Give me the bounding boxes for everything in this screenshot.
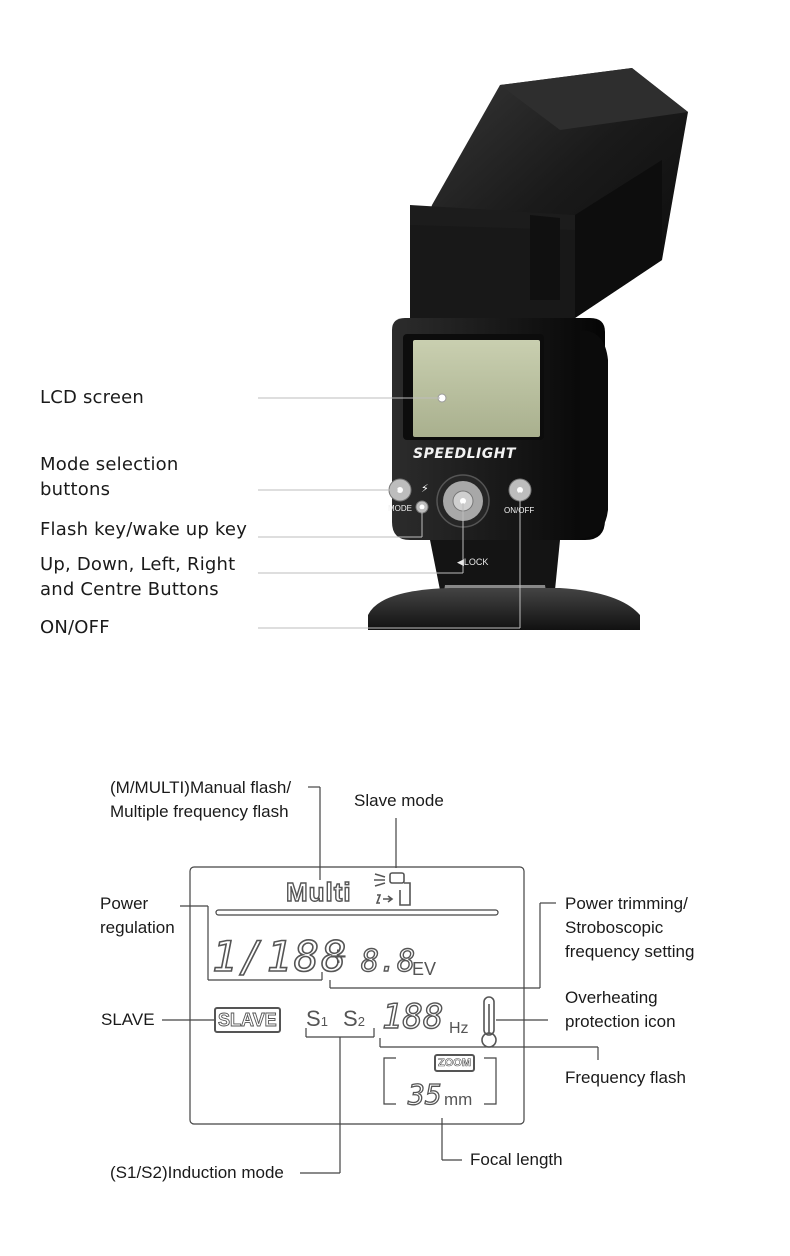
label-focal-length: Focal length (470, 1150, 563, 1169)
mode-button-text: MODE (388, 504, 412, 513)
lcd-s1-sub: 1 (320, 1014, 328, 1029)
label-manual-flash-line2: Multiple frequency flash (110, 802, 289, 821)
label-power-trimming-line1: Power trimming/ (565, 894, 688, 913)
lcd-hz-label: Hz (449, 1020, 469, 1037)
lcd-multi-text: Multi (285, 876, 352, 907)
label-slave-mode: Slave mode (354, 791, 444, 810)
svg-text:⚡: ⚡ (421, 482, 429, 495)
lock-arrow-icon: ◀ (457, 557, 464, 567)
onoff-button-text: ON/OFF (504, 506, 535, 515)
label-mode-selection-line1: Mode selection (40, 454, 179, 475)
label-nav-buttons-line2: and Centre Buttons (40, 579, 219, 600)
lcd-s1: S1 (306, 1006, 328, 1032)
label-manual-flash-line1: (M/MULTI)Manual flash/ (110, 778, 292, 797)
label-nav-buttons-line1: Up, Down, Left, Right (40, 554, 236, 575)
label-power-trimming: Power trimming/ Stroboscopic frequency s… (565, 892, 694, 964)
lcd-zoom-badge: ZOOM (434, 1054, 475, 1072)
lcd-power-value: 1/188 (211, 931, 349, 982)
label-mode-selection-line2: buttons (40, 479, 111, 500)
lcd-diagram-figure: Multi 1/188 ÷ 8.8 EV SLAVE S1 S2 188 Hz … (0, 740, 790, 1220)
speedlight-brand-text: SPEEDLIGHT (413, 446, 516, 462)
label-overheating-line2: protection icon (565, 1012, 676, 1031)
lcd-trim-sign: ÷ (330, 940, 347, 973)
slave-mode-icon (374, 872, 411, 906)
lcd-ev-label: EV (412, 959, 437, 979)
lcd-outline (189, 866, 525, 1125)
lcd-s2-sub: 2 (357, 1014, 365, 1029)
label-induction-mode: (S1/S2)Induction mode (110, 1163, 284, 1182)
flash-unit-illustration: ⚡ (258, 68, 688, 630)
lcd-slave-badge: SLAVE (214, 1007, 281, 1033)
label-power-trimming-line3: frequency setting (565, 942, 695, 961)
label-manual-flash: (M/MULTI)Manual flash/ Multiple frequenc… (110, 776, 291, 824)
flash-unit-figure: ⚡ SPEEDLIGHT MODE ON/OFF ◀LOCK LCD scree… (40, 68, 688, 638)
lcd-focal-value: 35 (407, 1077, 442, 1111)
label-flash-key: Flash key/wake up key (40, 519, 248, 540)
lcd-s1-letter: S (306, 1006, 321, 1031)
label-power-regulation: Power regulation (100, 892, 175, 940)
label-overheating: Overheating protection icon (565, 986, 676, 1034)
label-power-trimming-line2: Stroboscopic (565, 918, 664, 937)
label-nav-buttons: Up, Down, Left, Right and Centre Buttons (40, 552, 235, 602)
label-slave: SLAVE (101, 1010, 155, 1029)
label-mode-selection: Mode selection buttons (40, 452, 178, 502)
lock-text: ◀LOCK (457, 557, 488, 568)
lcd-mm-label: mm (444, 1090, 473, 1109)
label-frequency-flash: Frequency flash (565, 1068, 686, 1087)
lcd-s2-letter: S (343, 1006, 358, 1031)
lock-label: LOCK (463, 557, 489, 567)
lcd-trim-value: 8.8 (360, 943, 416, 979)
thermometer-icon (481, 996, 497, 1048)
lcd-s2: S2 (343, 1006, 365, 1032)
lcd-diagram-lines (162, 786, 599, 1174)
lcd-hz-value: 188 (381, 996, 444, 1037)
label-overheating-line1: Overheating (565, 988, 658, 1007)
lcd-screen-glass (413, 340, 540, 437)
label-power-regulation-line1: Power (100, 894, 149, 913)
label-lcd-screen: LCD screen (40, 387, 145, 408)
label-power-regulation-line2: regulation (100, 918, 175, 937)
flash-stand (368, 588, 640, 630)
label-on-off: ON/OFF (40, 617, 110, 638)
